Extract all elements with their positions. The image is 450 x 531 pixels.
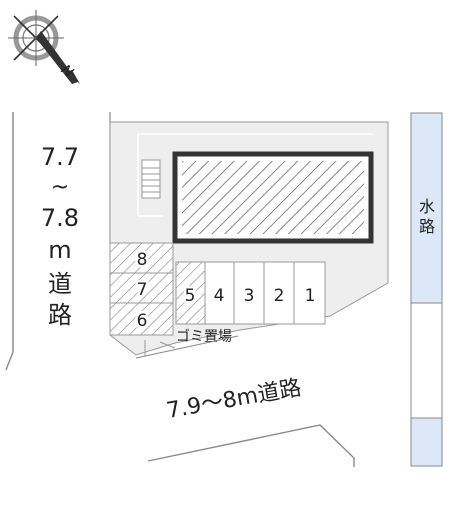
- parking-spot-3: 3: [244, 286, 255, 306]
- left-road-label-3: m: [48, 236, 71, 264]
- left-road-label: 7.7 ~ 7.8 m 道 路: [41, 143, 79, 329]
- parking-row: 5 4 3 2 1: [175, 261, 326, 325]
- left-road-label-0: 7.7: [41, 143, 79, 171]
- left-road-label-2: 7.8: [41, 204, 79, 232]
- garbage-label: ゴミ置場: [176, 328, 232, 345]
- parking-spot-1: 1: [305, 286, 316, 306]
- parking-spot-8: 8: [137, 250, 148, 270]
- left-road-label-1: ~: [51, 175, 69, 200]
- parking-spot-7: 7: [137, 280, 148, 300]
- compass-rose-icon: [8, 10, 80, 84]
- building: [172, 151, 374, 244]
- parking-spot-4: 4: [214, 286, 225, 306]
- hatched-parking: 8 7 6: [109, 242, 174, 336]
- waterway-label: 水 路: [419, 197, 435, 236]
- bottom-road: [135, 335, 355, 467]
- bottom-road-label: 7.9～8m道路: [165, 376, 304, 424]
- waterway-label-1: 路: [419, 217, 435, 236]
- parking-spot-5: 5: [185, 286, 196, 306]
- waterway-label-0: 水: [419, 197, 435, 216]
- parking-spot-6: 6: [137, 311, 148, 331]
- parking-spot-2: 2: [274, 286, 285, 306]
- waterway: [410, 112, 443, 467]
- stairs: [141, 159, 161, 199]
- left-road-label-4: 道: [48, 270, 72, 298]
- left-road-label-5: 路: [48, 301, 72, 329]
